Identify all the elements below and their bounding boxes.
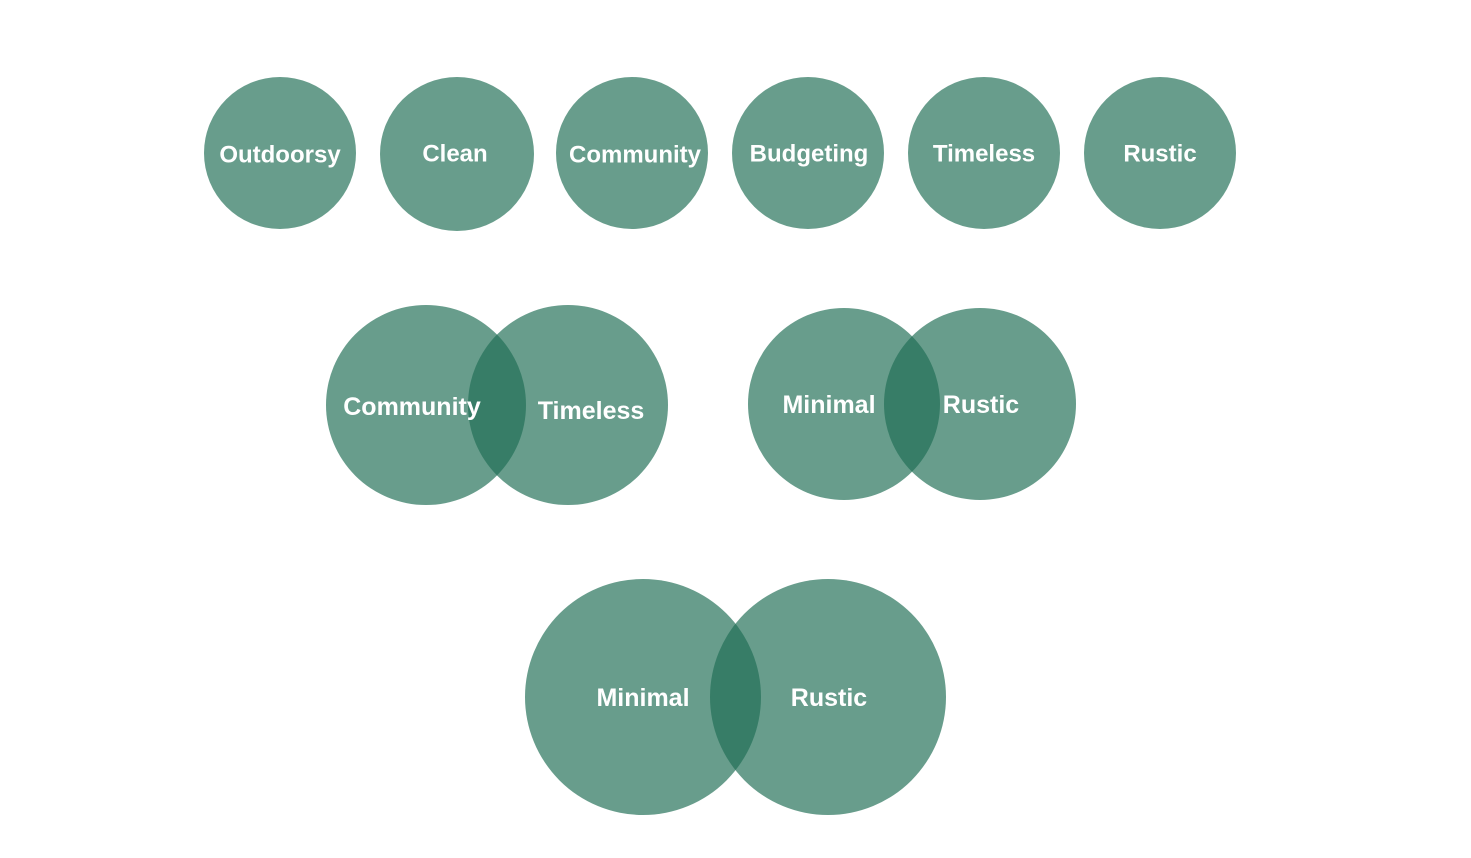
circle-timeless [908,77,1060,229]
keyword-circle-timeless: Timeless [908,77,1060,229]
label-community: Community [569,142,702,169]
venn-label-rustic: Rustic [943,391,1020,419]
row-large-pair: Minimal Rustic [525,579,946,815]
venn-label-minimal: Minimal [782,391,875,419]
label-budgeting: Budgeting [750,141,869,168]
keyword-circle-outdoorsy: Outdoorsy [204,77,356,229]
venn-large-label-minimal: Minimal [596,684,689,712]
keyword-circle-rustic: Rustic [1084,77,1236,229]
venn-large-label-rustic: Rustic [791,684,868,712]
label-clean: Clean [422,141,487,168]
venn-pair-community-timeless: Community Timeless [326,305,668,505]
row-single-keywords: Outdoorsy Clean Community Budgeting Time… [204,77,1236,231]
keyword-circle-budgeting: Budgeting [732,77,884,229]
venn-label-community: Community [343,393,481,421]
venn-circle-timeless [468,305,668,505]
venn-pair-large-minimal-rustic: Minimal Rustic [525,579,946,815]
keyword-circle-clean: Clean [380,77,534,231]
circle-community [556,77,708,229]
circle-outdoorsy [204,77,356,229]
circle-budgeting [732,77,884,229]
venn-circle-rustic [884,308,1076,500]
venn-circle-community [326,305,526,505]
row-keyword-pairs: Community Timeless Minimal Rustic [326,305,1076,505]
venn-circle-minimal [748,308,940,500]
label-timeless: Timeless [933,141,1035,168]
keyword-circle-community: Community [556,77,708,229]
label-rustic: Rustic [1123,141,1196,168]
label-outdoorsy: Outdoorsy [219,142,341,169]
circle-clean [380,77,534,231]
circle-rustic [1084,77,1236,229]
venn-label-timeless: Timeless [538,397,645,425]
venn-pair-minimal-rustic: Minimal Rustic [748,308,1076,500]
venn-large-circle-rustic [710,579,946,815]
venn-large-circle-minimal [525,579,761,815]
